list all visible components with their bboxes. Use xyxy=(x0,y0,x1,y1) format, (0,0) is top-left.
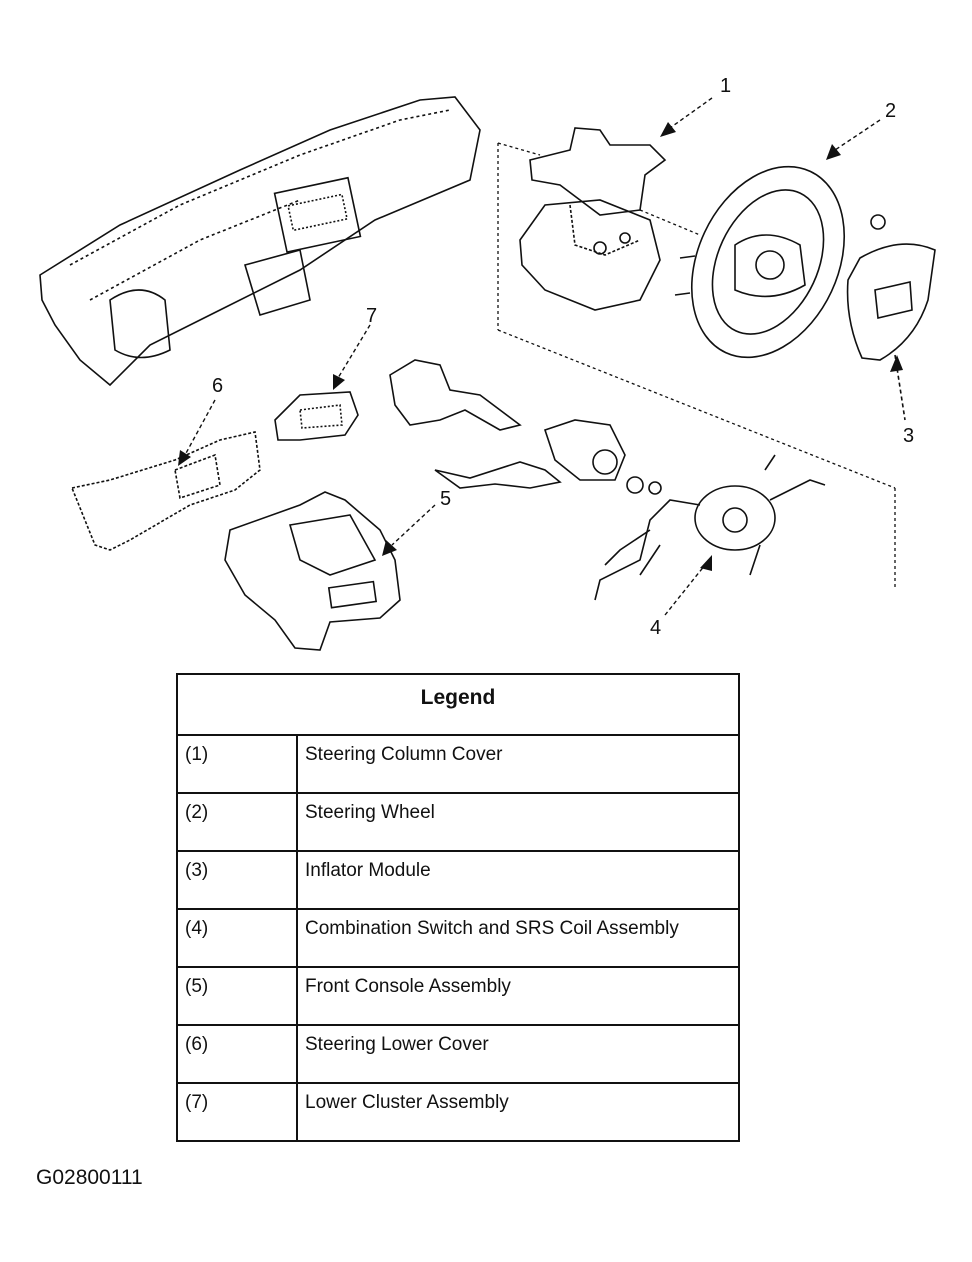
switch-upper-parts xyxy=(389,359,662,495)
callout-2: 2 xyxy=(885,100,896,122)
legend-number: (5) xyxy=(178,968,298,1024)
legend-row: (5) Front Console Assembly xyxy=(178,968,738,1026)
legend-description: Steering Column Cover xyxy=(305,744,503,765)
arrowheads xyxy=(178,122,903,571)
legend-row: (6) Steering Lower Cover xyxy=(178,1026,738,1084)
legend-number: (6) xyxy=(178,1026,298,1082)
leader-lines xyxy=(184,97,881,616)
callout-4: 4 xyxy=(650,617,661,639)
legend-row: (3) Inflator Module xyxy=(178,852,738,910)
legend-row: (4) Combination Switch and SRS Coil Asse… xyxy=(178,910,738,968)
inflator-module xyxy=(846,243,936,421)
legend-number: (4) xyxy=(178,910,298,966)
dashboard-panel xyxy=(39,96,481,387)
legend-description: Steering Lower Cover xyxy=(305,1034,489,1055)
legend-description: Lower Cluster Assembly xyxy=(305,1092,509,1113)
callout-6: 6 xyxy=(212,375,223,397)
legend-row: (1) Steering Column Cover xyxy=(178,736,738,794)
steering-wheel xyxy=(674,165,886,359)
srs-coil-assembly xyxy=(594,454,826,601)
legend-description: Steering Wheel xyxy=(305,802,435,823)
legend-number: (2) xyxy=(178,794,298,850)
steering-column-cover xyxy=(519,127,667,311)
callout-1: 1 xyxy=(720,75,731,97)
exploded-frame xyxy=(497,142,896,590)
steering-lower-cover xyxy=(70,431,261,551)
front-console xyxy=(224,491,401,651)
legend-number: (3) xyxy=(178,852,298,908)
legend-number: (7) xyxy=(178,1084,298,1140)
legend-description: Combination Switch and SRS Coil Assembly xyxy=(305,918,679,939)
callout-5: 5 xyxy=(440,488,451,510)
legend-number: (1) xyxy=(178,736,298,792)
callout-3: 3 xyxy=(903,425,914,447)
callout-7: 7 xyxy=(366,305,377,327)
legend-table: Legend (1) Steering Column Cover (2) Ste… xyxy=(176,673,740,1142)
legend-description: Front Console Assembly xyxy=(305,976,511,997)
legend-description: Inflator Module xyxy=(305,860,431,881)
exploded-parts-diagram: 1 2 3 4 5 6 7 xyxy=(39,75,936,651)
legend-title: Legend xyxy=(178,675,738,736)
figure-id: G02800111 xyxy=(36,1166,143,1189)
legend-row: (2) Steering Wheel xyxy=(178,794,738,852)
legend-row: (7) Lower Cluster Assembly xyxy=(178,1084,738,1140)
lower-cluster xyxy=(274,391,359,441)
